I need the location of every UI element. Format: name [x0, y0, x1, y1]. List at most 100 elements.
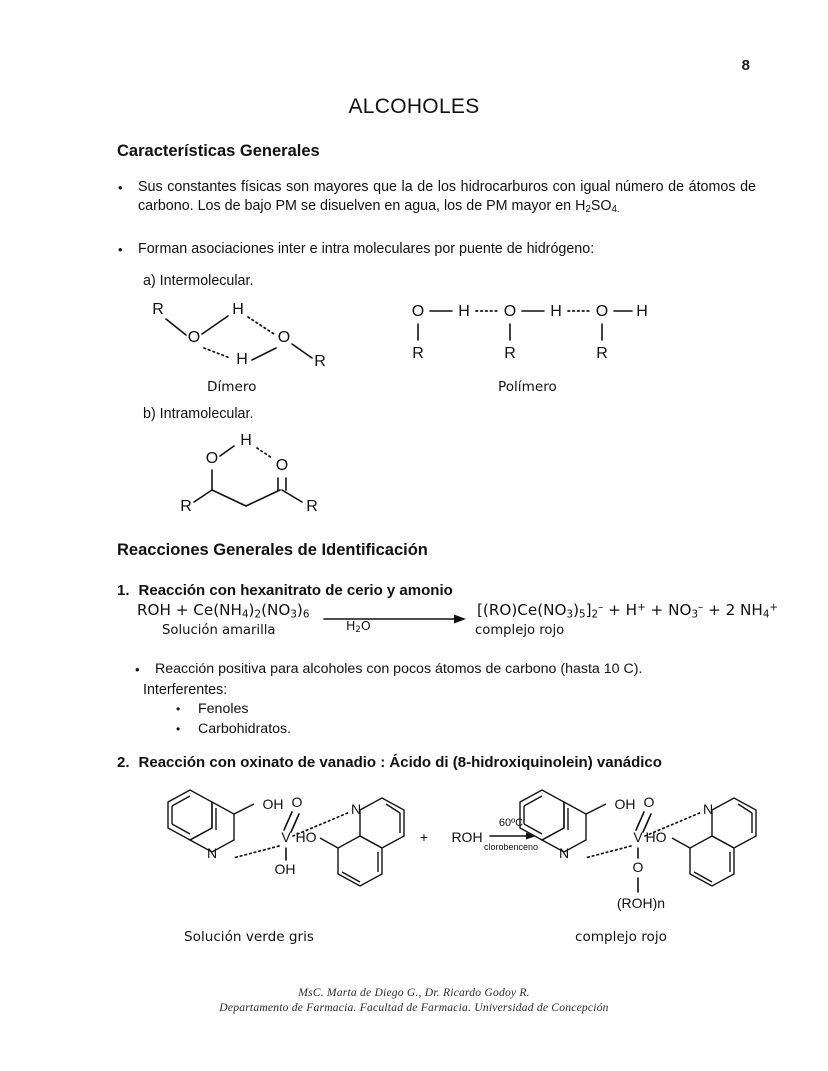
bullet-dot-icon: •: [176, 722, 181, 736]
equation-1-product-part-7: + H: [603, 601, 638, 619]
equation-1-reactant-part-1: 4: [241, 608, 249, 621]
caption-polimero: Polímero: [498, 379, 557, 395]
bullet-item-asociaciones: • Forman asociaciones inter e intra mole…: [118, 240, 758, 259]
equation-1-product-part-3: 5: [579, 608, 586, 621]
equation-1-product-part-2: ): [573, 601, 579, 619]
label-ROH-n: (ROH)n: [617, 895, 665, 911]
quinoline-upper-left: N OH: [167, 789, 284, 861]
equation-1-reactant-part-3: 2: [254, 608, 262, 621]
vanadium-core-left: O V OH: [232, 794, 351, 877]
equation-1-reactant-part-6: ): [296, 601, 303, 619]
bullet-dot-icon: •: [118, 242, 123, 257]
left-complex: N OH N HO O: [167, 789, 405, 887]
equation-1-product-part-8: +: [637, 601, 646, 614]
equation-1-catalyst: H2O: [346, 618, 371, 635]
equation-1-reactant-part-5: 3: [290, 608, 297, 621]
page-number: 8: [741, 57, 750, 74]
svg-text:O: O: [596, 303, 608, 320]
bullet-b1-main: Sus constantes físicas son mayores que l…: [138, 179, 756, 214]
svg-text:R: R: [596, 345, 608, 362]
equation-1-right-caption: complejo rojo: [475, 623, 565, 638]
right-complex: N OH N HO O: [519, 789, 757, 911]
equation-1-product-part-14: +: [769, 601, 779, 614]
svg-text:H: H: [458, 303, 470, 320]
atom-V-left: V: [281, 829, 291, 845]
atom-OH-left-complex: OH: [275, 861, 296, 877]
quinoline-lower-right-right-complex: N HO: [646, 797, 757, 887]
atom-H-top: H: [232, 301, 244, 318]
caption-solucion-verde-gris: Solución verde gris: [184, 929, 314, 945]
equation-1-reactant-part-4: (NO: [261, 601, 291, 619]
list-item-interferente-label: Fenoles: [198, 701, 249, 717]
quinoline-lower-right-left-complex: N HO: [296, 797, 405, 887]
heading-caracteristicas-generales: Características Generales: [117, 142, 320, 160]
atom-H-bottom: H: [236, 351, 248, 368]
bullet-item-reaccion-positiva: • Reacción positiva para alcoholes con p…: [135, 660, 755, 679]
atom-R-right: R: [314, 353, 326, 370]
atom-N-upper-left: N: [207, 845, 217, 861]
bullet-b1-sub2: 4.: [611, 204, 620, 216]
bullet-b1-mid: SO: [590, 198, 612, 214]
atom-O-oxo-right: O: [644, 794, 655, 810]
atom-HO-lower-right: HO: [296, 829, 317, 845]
diagram-oxinato-vanadio: N OH N HO O: [128, 780, 768, 930]
bullet-item-propiedades: • Sus constantes físicas son mayores que…: [118, 178, 758, 219]
equation-1-product-part-0: [(RO)Ce(NO: [477, 601, 567, 619]
diagram-dimero: R O H O H R: [150, 292, 330, 372]
equation-1-reactant-part-7: 6: [302, 608, 310, 621]
atom-O-oxo-left: O: [292, 794, 303, 810]
atom-N-lower-right: N: [351, 801, 361, 817]
reaction-2-heading: 2. Reacción con oxinato de vanadio : Áci…: [117, 754, 662, 771]
vanadium-core-right: O V O (ROH)n: [584, 794, 703, 911]
reaction-middle-left: +: [420, 829, 428, 845]
label-b-intramolecular: b) Intramolecular.: [143, 406, 254, 422]
atom-O-right: O: [278, 329, 290, 346]
arrow-condition-solvent: clorobenceno: [484, 842, 538, 852]
list-item-interferente: •Fenoles: [176, 700, 291, 719]
equation-1-product-part-4: ]: [585, 601, 592, 619]
diagram-polimero: O H R O H R O H R: [408, 292, 648, 372]
equation-1-product-part-13: 4: [762, 608, 770, 621]
equation-1-reactants: ROH + Ce(NH4)2(NO3)6: [137, 601, 309, 620]
atom-V-right: V: [633, 829, 643, 845]
equation-1-reactant-part-2: ): [248, 601, 255, 619]
atom-R-right: R: [306, 498, 318, 515]
bullet-dot-icon: •: [118, 180, 123, 195]
equation-1-products: [(RO)Ce(NO3)5]2– + H+ + NO3– + 2 NH4+: [477, 601, 778, 620]
equation-1-product-part-12: + 2 NH: [703, 601, 763, 619]
atom-O-carbonyl: O: [276, 457, 288, 474]
svg-text:H: H: [550, 303, 562, 320]
polymer-unit-3: O H R: [596, 303, 648, 362]
page-title: ALCOHOLES: [348, 95, 480, 118]
caption-dimero: Dímero: [207, 379, 257, 395]
label-a-intermolecular: a) Intermolecular.: [143, 273, 254, 289]
bullet-text-asociaciones: Forman asociaciones inter e intra molecu…: [138, 241, 595, 257]
catalyst-H: H: [346, 618, 356, 633]
atom-OH-upper-left: OH: [263, 796, 284, 812]
bullet-b1-sub1: 2: [585, 204, 591, 216]
diagram-intramolecular: O H O R R: [180, 428, 330, 518]
catalyst-O: O: [360, 618, 371, 633]
svg-text:O: O: [412, 303, 424, 320]
atom-R-left: R: [152, 301, 164, 318]
reaction-1-title: Reacción con hexanitrato de cerio y amon…: [138, 582, 453, 599]
equation-1-product-part-9: + NO: [645, 601, 692, 619]
equation-1-left-caption: Solución amarilla: [162, 623, 276, 638]
reaction-1-heading: 1. Reacción con hexanitrato de cerio y a…: [117, 582, 453, 599]
reaction-arrow-icon: [323, 614, 466, 624]
list-item-interferente-label: Carbohidratos.: [198, 721, 292, 737]
svg-text:H: H: [636, 303, 648, 320]
atom-H-bridge: H: [240, 432, 252, 449]
atom-N-upper-left-right: N: [559, 845, 569, 861]
heading-reacciones-generales: Reacciones Generales de Identificación: [117, 541, 428, 559]
atom-O-hydroxyl: O: [206, 450, 218, 467]
bullet-text-propiedades: Sus constantes físicas son mayores que l…: [138, 178, 756, 219]
reagent-ROH: ROH: [451, 829, 482, 845]
equation-1-product-part-1: 3: [566, 608, 574, 621]
atom-OH-upper-right: OH: [615, 796, 636, 812]
svg-text:O: O: [504, 303, 516, 320]
footer-department: Departamento de Farmacia. Facultad de Fa…: [219, 1001, 609, 1014]
svg-text:R: R: [412, 345, 424, 362]
footer-authors: MsC. Marta de Diego G., Dr. Ricardo Godo…: [298, 986, 530, 999]
